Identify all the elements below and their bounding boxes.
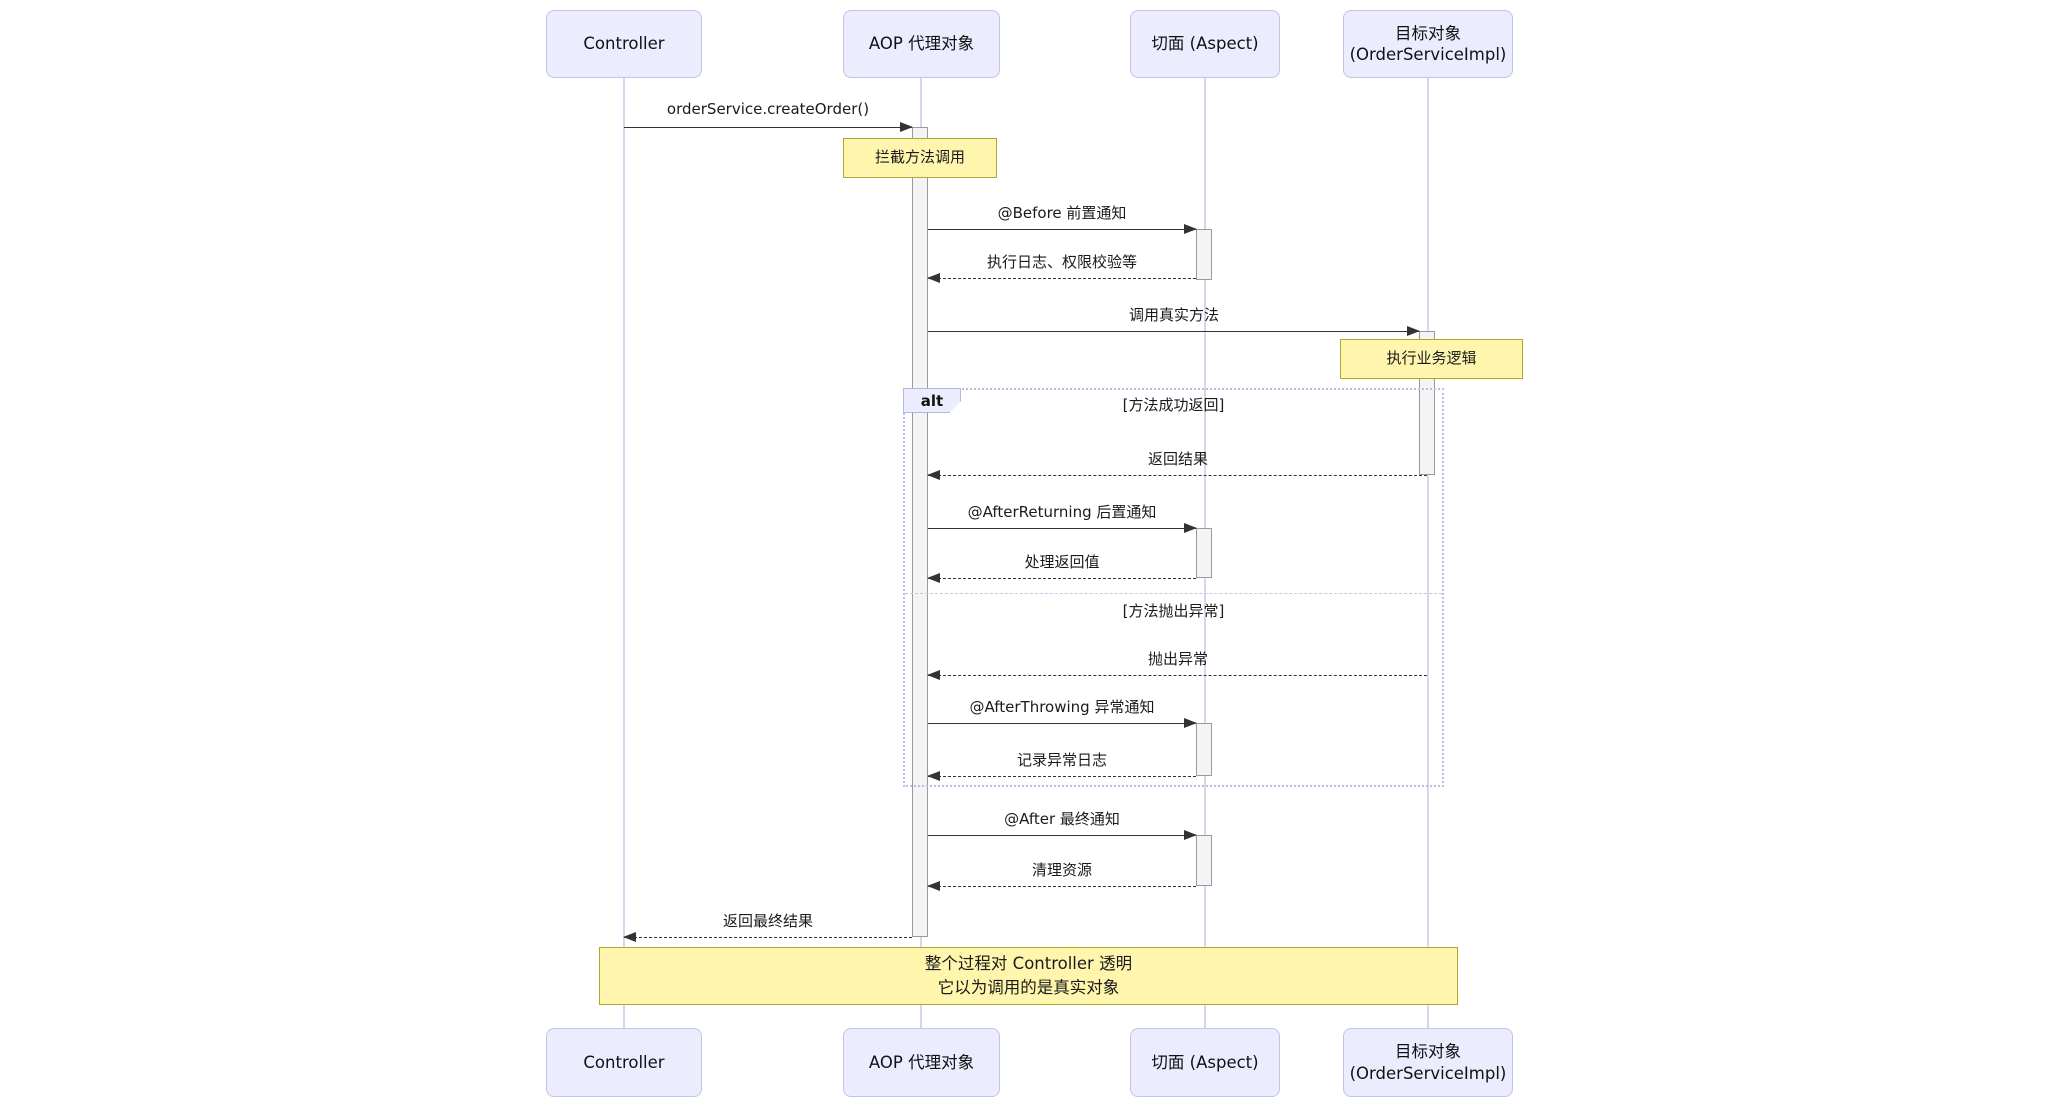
message-line <box>928 278 1196 279</box>
note-text: 拦截方法调用 <box>874 148 965 167</box>
message-line <box>928 723 1196 724</box>
activation-aop-proxy <box>912 127 928 937</box>
message-line <box>928 675 1427 676</box>
arrowhead-left-icon <box>927 469 940 480</box>
participant-top-aop-proxy: AOP 代理对象 <box>843 10 1000 78</box>
arrowhead-left-icon <box>623 931 636 942</box>
arrowhead-left-icon <box>927 572 940 583</box>
alt-divider <box>905 593 1442 594</box>
message-line <box>928 776 1196 777</box>
note-text-line2: 它以为调用的是真实对象 <box>937 978 1120 997</box>
activation-aspect-afterthrowing <box>1196 723 1212 776</box>
participant-label: 切面 (Aspect) <box>1151 1052 1259 1072</box>
participant-top-controller: Controller <box>546 10 702 78</box>
message-line <box>928 229 1196 230</box>
alt-guard-exception: [方法抛出异常] <box>1122 602 1225 620</box>
activation-aspect-before <box>1196 229 1212 280</box>
participant-top-aspect: 切面 (Aspect) <box>1130 10 1280 78</box>
alt-frame-label: alt <box>903 388 961 413</box>
arrowhead-right-icon <box>1184 829 1197 840</box>
message-label-throw-exception: 抛出异常 <box>1147 650 1209 668</box>
participant-sublabel: (OrderServiceImpl) <box>1349 1063 1507 1083</box>
message-label-handle-return-value: 处理返回值 <box>1024 553 1100 571</box>
arrowhead-right-icon <box>1184 223 1197 234</box>
message-line <box>928 835 1196 836</box>
participant-label: 切面 (Aspect) <box>1151 34 1259 54</box>
arrowhead-right-icon <box>1184 522 1197 533</box>
alt-frame: alt [方法成功返回] [方法抛出异常] <box>903 388 1444 787</box>
message-label-return-result: 返回结果 <box>1147 450 1209 468</box>
alt-guard-success: [方法成功返回] <box>1122 396 1225 414</box>
message-label-after-advice: @After 最终通知 <box>1004 810 1120 828</box>
arrowhead-left-icon <box>927 770 940 781</box>
participant-label: Controller <box>583 34 665 54</box>
arrowhead-right-icon <box>1184 717 1197 728</box>
participant-top-target: 目标对象 (OrderServiceImpl) <box>1343 10 1513 78</box>
message-label-final-return: 返回最终结果 <box>722 912 814 930</box>
message-line <box>928 528 1196 529</box>
participant-bottom-controller: Controller <box>546 1028 702 1097</box>
message-label-cleanup: 清理资源 <box>1031 861 1093 879</box>
arrowhead-right-icon <box>1407 325 1420 336</box>
arrowhead-left-icon <box>927 669 940 680</box>
arrowhead-right-icon <box>900 121 913 132</box>
message-line <box>624 127 912 128</box>
lifeline-target <box>1427 78 1429 1028</box>
arrowhead-left-icon <box>927 880 940 891</box>
participant-bottom-aop-proxy: AOP 代理对象 <box>843 1028 1000 1097</box>
message-label-afterthrowing-advice: @AfterThrowing 异常通知 <box>969 698 1155 716</box>
message-line <box>928 578 1196 579</box>
participant-label: 目标对象 <box>1395 23 1461 43</box>
note-text: 执行业务逻辑 <box>1386 349 1477 368</box>
note-transparency: 整个过程对 Controller 透明 它以为调用的是真实对象 <box>599 947 1458 1005</box>
arrowhead-left-icon <box>927 272 940 283</box>
participant-bottom-aspect: 切面 (Aspect) <box>1130 1028 1280 1097</box>
message-label-log-exception: 记录异常日志 <box>1016 751 1108 769</box>
activation-aspect-after <box>1196 835 1212 886</box>
message-line <box>928 886 1196 887</box>
message-line <box>624 937 912 938</box>
participant-sublabel: (OrderServiceImpl) <box>1349 45 1507 64</box>
message-label-create-order: orderService.createOrder() <box>666 100 870 118</box>
note-intercept: 拦截方法调用 <box>843 138 997 178</box>
message-line <box>928 475 1427 476</box>
message-line <box>928 331 1419 332</box>
participant-label: AOP 代理对象 <box>868 34 975 54</box>
message-label-afterreturning-advice: @AfterReturning 后置通知 <box>967 503 1157 521</box>
activation-aspect-afterreturning <box>1196 528 1212 578</box>
message-label-invoke-real: 调用真实方法 <box>1128 306 1220 324</box>
participant-label: Controller <box>583 1052 665 1072</box>
participant-label: 目标对象 <box>1395 1042 1461 1062</box>
message-label-before-return: 执行日志、权限校验等 <box>986 253 1138 271</box>
participant-label: AOP 代理对象 <box>868 1052 975 1072</box>
message-label-before-advice: @Before 前置通知 <box>997 204 1127 222</box>
note-business-logic: 执行业务逻辑 <box>1340 339 1523 379</box>
alt-label-text: alt <box>920 391 944 410</box>
lifeline-controller <box>623 78 625 1028</box>
note-text-line1: 整个过程对 Controller 透明 <box>924 954 1133 974</box>
participant-bottom-target: 目标对象 (OrderServiceImpl) <box>1343 1028 1513 1097</box>
